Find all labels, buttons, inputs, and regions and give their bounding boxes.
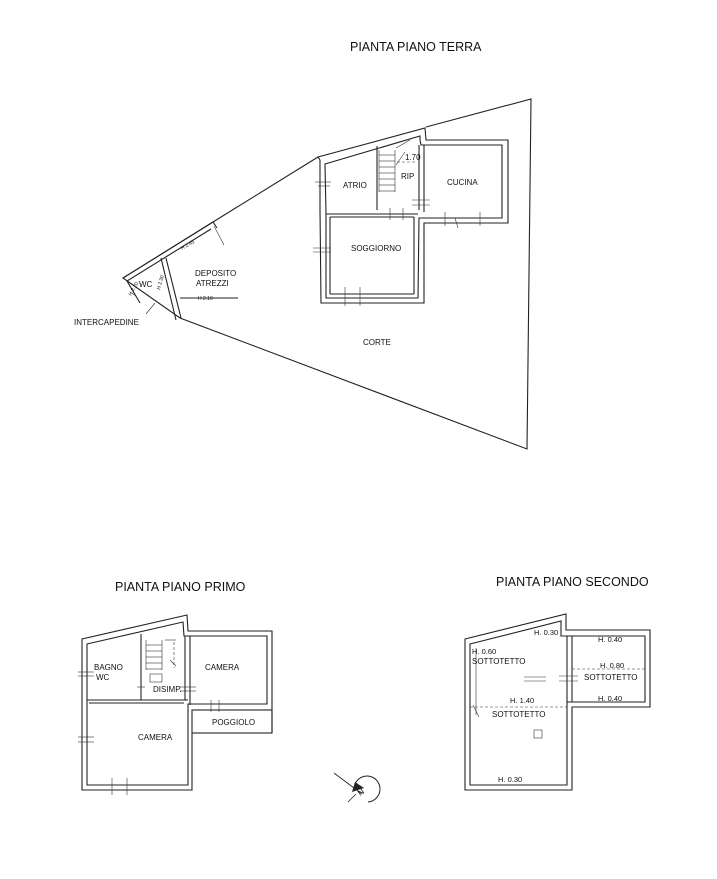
height-label-140: H. 1.40 — [510, 696, 534, 705]
room-label-cucina: CUCINA — [447, 178, 478, 187]
second-floor-plan: H. 0.30 H. 0.40 H. 0.60 H. 0.80 H. 0.40 … — [464, 613, 651, 791]
room-label-atrezzi: ATREZZI — [196, 279, 229, 288]
stair-height-label: 1.70 — [405, 153, 421, 162]
wall-height-side: H 2.30 — [156, 275, 166, 291]
stair-ground — [378, 139, 417, 192]
house-outer-wall — [317, 127, 509, 304]
room-label-atrio: ATRIO — [343, 181, 367, 190]
title-second-floor: PIANTA PIANO SECONDO — [496, 575, 649, 589]
first-floor-openings — [78, 671, 220, 795]
stair-first — [145, 639, 177, 683]
room-label-sottotetto-a: SOTTOTETTO — [472, 657, 525, 666]
room-label-corte: CORTE — [363, 338, 391, 347]
room-label-rip: RIP — [401, 172, 414, 181]
room-label-sottotetto-c: SOTTOTETTO — [492, 710, 545, 719]
height-label-030-top: H. 0.30 — [534, 628, 558, 637]
room-label-poggiolo: POGGIOLO — [212, 718, 255, 727]
title-ground-floor: PIANTA PIANO TERRA — [350, 40, 482, 54]
compass-north-label: N — [356, 787, 366, 798]
room-label-soggiorno: SOGGIORNO — [351, 244, 401, 253]
second-floor-outer-wall — [464, 613, 651, 791]
tool-shed — [122, 221, 238, 321]
ground-openings — [313, 181, 481, 306]
room-label-bagno: BAGNO — [94, 663, 123, 672]
compass-north-icon: N — [333, 772, 381, 803]
room-label-wc-first: WC — [96, 673, 110, 682]
height-label-060: H. 0.60 — [472, 647, 496, 656]
ground-floor-plan: ATRIO RIP CUCINA SOGGIORNO DEPOSITO ATRE… — [74, 98, 532, 450]
height-label-030-bottom: H. 0.30 — [498, 775, 522, 784]
title-first-floor: PIANTA PIANO PRIMO — [115, 580, 246, 594]
shed-height-bottom: H 2.10 — [198, 296, 213, 302]
room-label-wc-ground: WC — [139, 280, 153, 289]
room-label-deposito: DEPOSITO — [195, 269, 236, 278]
room-label-disimp: DISIMP. — [153, 685, 182, 694]
first-floor-plan: BAGNO WC CAMERA DISIMP. CAMERA POGGIOLO — [78, 614, 273, 795]
room-label-camera-top: CAMERA — [205, 663, 240, 672]
label-intercapedine: INTERCAPEDINE — [74, 318, 139, 327]
height-label-040-mid: H. 0.40 — [598, 694, 622, 703]
height-label-080: H. 0.80 — [600, 661, 624, 670]
room-label-camera-bottom: CAMERA — [138, 733, 173, 742]
height-label-040-top: H. 0.40 — [598, 635, 622, 644]
room-label-sottotetto-b: SOTTOTETTO — [584, 673, 637, 682]
courtyard-boundary — [122, 98, 532, 450]
